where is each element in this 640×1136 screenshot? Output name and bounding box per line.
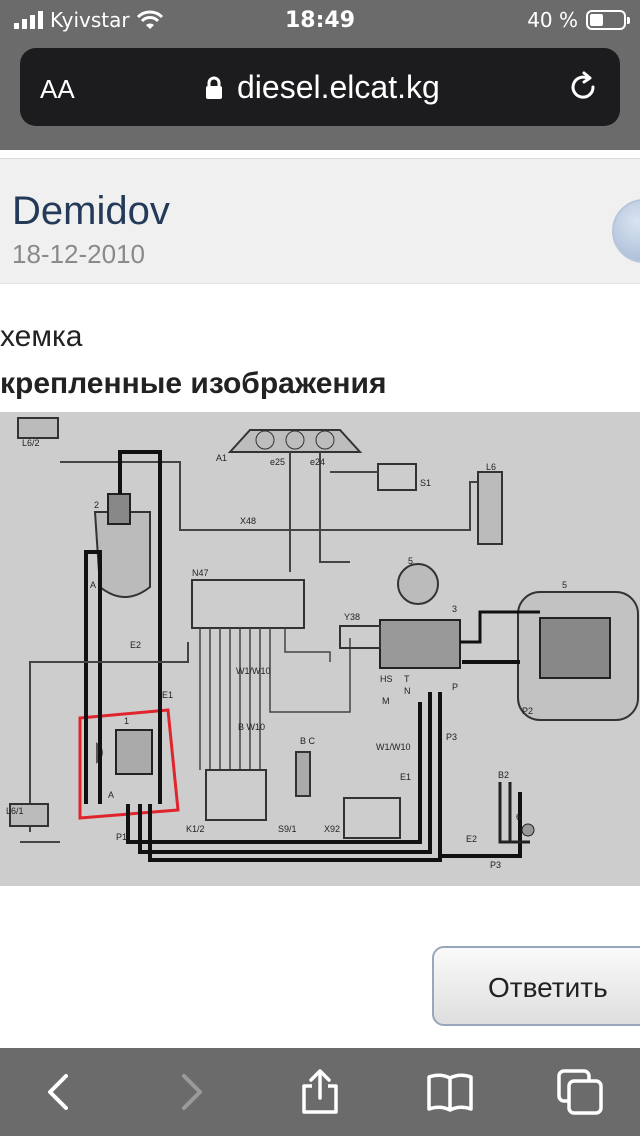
label-l6: L6 [486,462,496,472]
label-p3b: P3 [490,860,501,870]
label-e2a: E2 [130,640,141,650]
label-e2b: E2 [466,834,477,844]
browser-toolbar [0,1048,640,1136]
battery-percent: 40 % [527,8,578,32]
wifi-icon [136,10,163,29]
label-6: 6 [516,812,521,822]
carrier-name: Kyivstar [50,8,130,32]
label-2: 2 [94,500,99,510]
label-y38: Y38 [344,612,360,622]
label-x48: X48 [240,516,256,526]
battery-fill [590,14,603,26]
label-p3a: P3 [446,732,457,742]
browser-top-bar: Kyivstar 18:49 40 % AA diesel.elcat.kg [0,0,640,150]
post-message: хемка [0,320,83,353]
label-t: T [404,674,410,684]
label-a2: A [108,790,114,800]
share-icon[interactable] [296,1068,344,1116]
status-left: Kyivstar [14,8,164,32]
user-avatar[interactable] [612,199,640,263]
forward-icon[interactable] [168,1068,216,1116]
label-1: 1 [124,716,129,726]
post-header: Demidov 18-12-2010 [0,158,640,284]
reload-icon[interactable] [566,70,600,104]
label-p2: P2 [522,706,533,716]
label-hs: HS [380,674,393,684]
label-n: N [404,686,411,696]
label-5b: 5 [562,580,567,590]
label-e25: e25 [270,457,285,467]
reply-button[interactable]: Ответить [432,946,640,1026]
wiring-diagram-image: A1 e25 e24 S1 L6 L6/2 X48 N47 Y38 3 5 5 … [0,412,640,886]
text-size-label: AA [40,74,75,104]
label-b2: B2 [498,770,509,780]
label-e1a: E1 [162,690,173,700]
back-icon[interactable] [34,1068,82,1116]
battery-icon [586,10,630,30]
label-s1: S1 [420,478,431,488]
label-n47: N47 [192,568,209,578]
url-display[interactable]: diesel.elcat.kg [205,69,440,106]
label-bc: B C [300,736,316,746]
reply-button-label: Ответить [488,972,608,1003]
url-text: diesel.elcat.kg [237,69,440,105]
address-bar[interactable]: AA diesel.elcat.kg [20,48,620,126]
label-w1w10a: W1/W10 [236,666,271,676]
bookmarks-icon[interactable] [426,1068,474,1116]
label-a: A [90,580,96,590]
lock-icon [206,76,222,99]
status-right: 40 % [527,8,630,32]
attachments-heading: крепленные изображения [0,367,387,400]
label-e24: e24 [310,457,325,467]
label-5a: 5 [408,556,413,566]
label-m: M [382,696,390,706]
text-size-button[interactable]: AA [40,74,75,105]
label-e1b: E1 [400,772,411,782]
page-content: Demidov 18-12-2010 хемка крепленные изоб… [0,150,640,1048]
signal-icon [14,11,43,29]
post-author[interactable]: Demidov [12,189,170,233]
label-bw10: B W10 [238,722,265,732]
attached-wiring-diagram[interactable]: A1 e25 e24 S1 L6 L6/2 X48 N47 Y38 3 5 5 … [0,412,640,886]
status-bar: Kyivstar 18:49 40 % [0,0,640,44]
label-w1w10b: W1/W10 [376,742,411,752]
label-a1: A1 [216,453,227,463]
label-p1: P1 [116,832,127,842]
tabs-icon[interactable] [556,1068,604,1116]
label-p: P [452,682,458,692]
label-3: 3 [452,604,457,614]
post-date: 18-12-2010 [12,239,145,269]
label-k12: K1/2 [186,824,205,834]
label-l61: L6/1 [6,806,24,816]
status-time: 18:49 [284,8,356,33]
label-l62: L6/2 [22,438,40,448]
label-x92: X92 [324,824,340,834]
label-s91: S9/1 [278,824,297,834]
